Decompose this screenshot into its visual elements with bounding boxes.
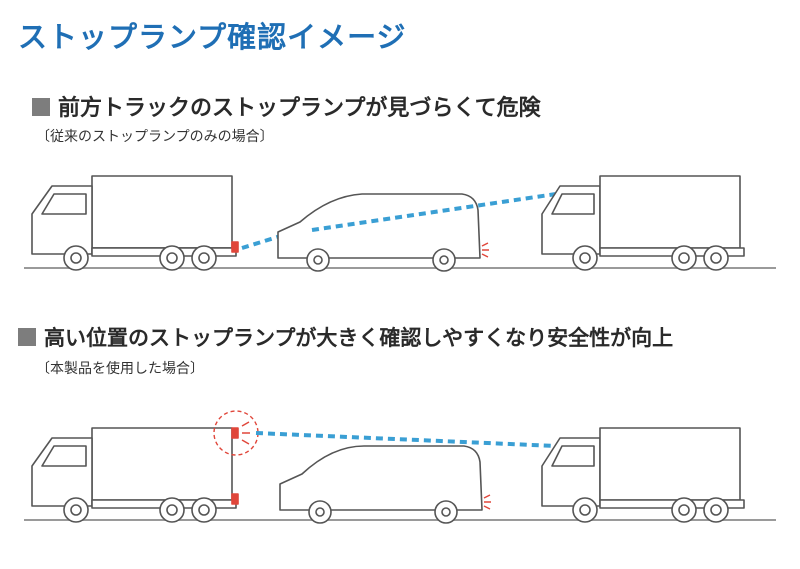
front-truck bbox=[31, 421, 250, 523]
section-1-note: 〔従来のストップランプのみの場合〕 bbox=[36, 129, 274, 145]
scene-high-mount-stop-lamp bbox=[24, 410, 776, 524]
following-truck bbox=[541, 427, 745, 523]
square-bullet-icon bbox=[32, 98, 50, 116]
section-2-note: 〔本製品を使用した場合〕 bbox=[36, 361, 204, 377]
stop-lamp-high bbox=[231, 427, 239, 439]
following-truck bbox=[541, 175, 745, 271]
section-1-heading: 前方トラックのストップランプが見づらくて危険 bbox=[32, 90, 541, 122]
front-truck bbox=[31, 175, 239, 271]
section-2-heading: 高い位置のストップランプが大きく確認しやすくなり安全性が向上 bbox=[18, 322, 673, 352]
page-title: ストップランプ確認イメージ bbox=[18, 20, 407, 54]
square-bullet-icon bbox=[18, 328, 36, 346]
section-1-heading-text: 前方トラックのストップランプが見づらくて危険 bbox=[58, 96, 541, 121]
stop-lamp-low bbox=[231, 241, 239, 253]
driver-sight-line bbox=[255, 431, 557, 448]
scene-conventional-stop-lamp bbox=[24, 175, 776, 272]
stop-lamp-low bbox=[231, 493, 239, 505]
driver-sight-line bbox=[311, 192, 557, 232]
minivan bbox=[279, 445, 491, 524]
minivan bbox=[277, 193, 489, 272]
section-2-heading-text: 高い位置のストップランプが大きく確認しやすくなり安全性が向上 bbox=[44, 326, 674, 350]
